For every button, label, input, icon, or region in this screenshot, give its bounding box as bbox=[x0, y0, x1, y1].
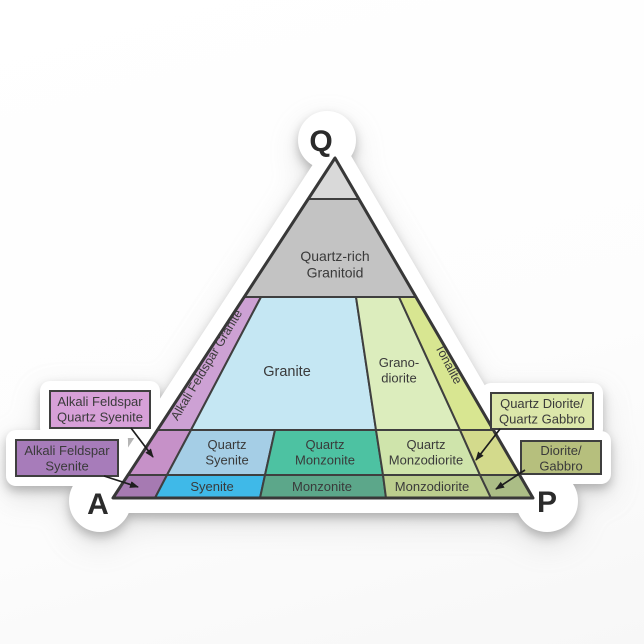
arrow-quartz-diorite-quartz-gabbro bbox=[475, 428, 501, 461]
callout-box-quartz-diorite-quartz-gabbro bbox=[490, 392, 594, 430]
label-monzodiorite: Monzodiorite bbox=[395, 479, 469, 494]
corner-label-a: A bbox=[87, 488, 109, 521]
corner-labels: Q A P bbox=[87, 125, 557, 521]
sticker-p-lobe bbox=[516, 470, 578, 532]
triangle-regions bbox=[111, 156, 535, 500]
label-syenite: Syenite bbox=[190, 479, 233, 494]
callout-arrows bbox=[103, 427, 526, 490]
callout-box-alkali-feldspar-quartz-syenite bbox=[49, 390, 151, 429]
label-monzonite: Monzonite bbox=[292, 479, 352, 494]
arrow-alkali-feldspar-quartz-syenite bbox=[130, 427, 154, 458]
callout-label-diorite-gabbro: Diorite/Gabbro bbox=[539, 443, 582, 473]
callout-box-diorite-gabbro bbox=[520, 440, 602, 475]
arrow-diorite-gabbro bbox=[495, 469, 526, 490]
label-granodiorite: Grano-diorite bbox=[379, 355, 419, 385]
triangle-outline bbox=[111, 156, 535, 500]
label-granite: Granite bbox=[263, 364, 311, 380]
callout-box-alkali-feldspar-syenite bbox=[15, 439, 119, 477]
corner-label-q: Q bbox=[309, 125, 332, 158]
arrow-alkali-feldspar-syenite bbox=[103, 475, 139, 488]
callout-label-quartz-diorite-quartz-gabbro: Quartz Diorite/Quartz Gabbro bbox=[499, 396, 585, 426]
sticker-q-lobe bbox=[298, 111, 356, 169]
corner-label-p: P bbox=[537, 486, 557, 519]
